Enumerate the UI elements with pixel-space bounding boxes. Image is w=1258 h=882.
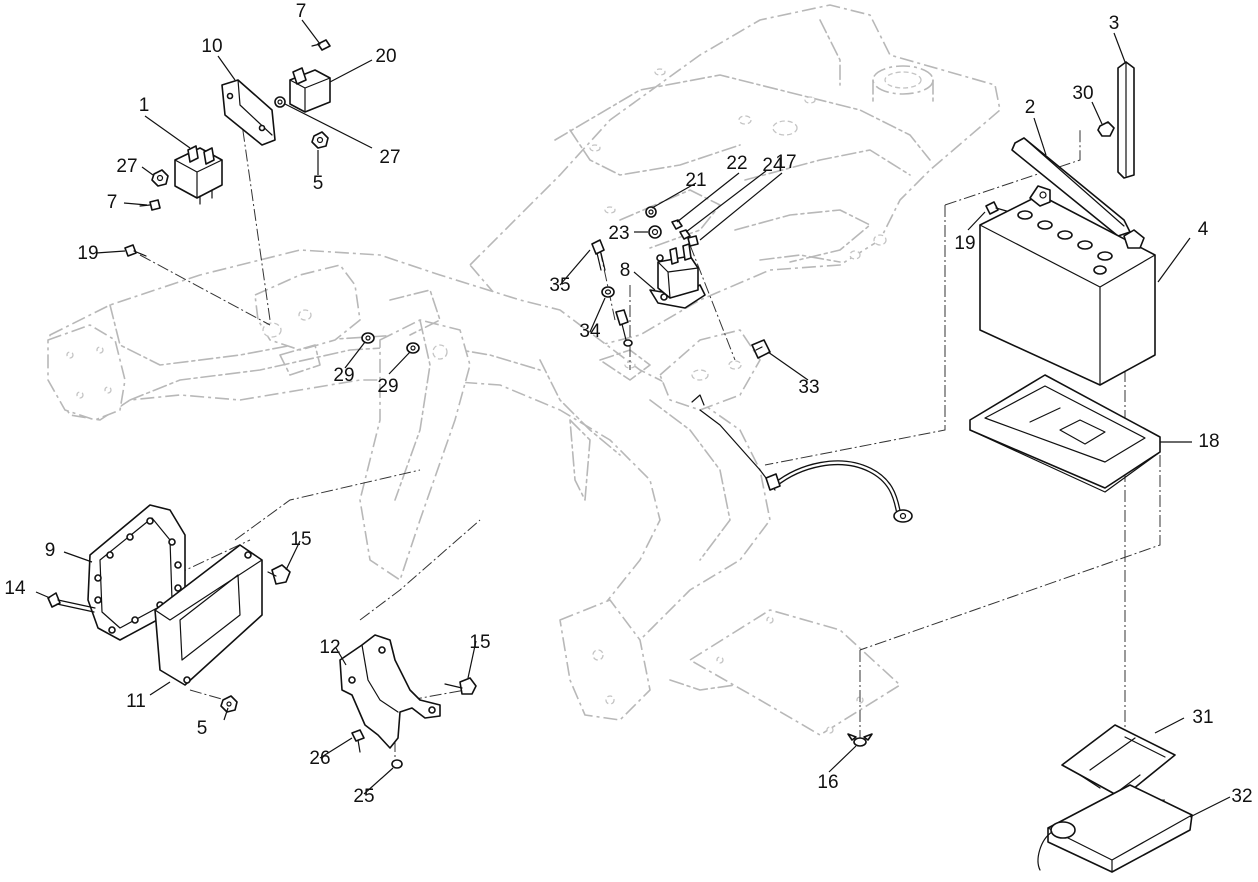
callout-15-a: 15: [290, 529, 311, 550]
leader-lines: [35, 19, 1231, 818]
nut-30: [1097, 121, 1115, 137]
callout-32: 32: [1231, 786, 1252, 807]
callout-labels: 1 2 3 4 5 5 7 7 8 9 10 11 12 14 15 15 16…: [4, 1, 1252, 807]
callout-17: 17: [775, 152, 796, 173]
callout-10: 10: [201, 36, 222, 57]
nut-22: [671, 219, 683, 230]
mounting-bracket-10: [221, 79, 276, 146]
callout-27-left: 27: [116, 156, 137, 177]
charger-32: [1037, 784, 1193, 873]
callout-1: 1: [139, 95, 150, 116]
washer-23: [648, 225, 662, 239]
callout-16: 16: [817, 772, 838, 793]
solenoid-8: [649, 243, 706, 309]
bracket-12: [339, 634, 441, 749]
callout-2: 2: [1025, 97, 1036, 118]
bolt-15-b: [444, 677, 477, 695]
callout-27-right: 27: [379, 147, 400, 168]
callout-20: 20: [375, 46, 396, 67]
battery-cable: [691, 394, 913, 523]
callout-26: 26: [309, 748, 330, 769]
callout-8: 8: [620, 260, 631, 281]
nut-5-top: [311, 131, 329, 149]
battery-tray-18: [969, 374, 1161, 493]
callout-4: 4: [1198, 219, 1209, 240]
screw-19-left: [124, 244, 147, 257]
nut-29-a: [361, 332, 375, 344]
callout-33: 33: [798, 377, 819, 398]
callout-19-left: 19: [77, 243, 98, 264]
callout-21: 21: [685, 170, 706, 191]
callout-11: 11: [126, 691, 146, 712]
callout-3: 3: [1109, 13, 1120, 34]
clamp-33: [751, 339, 771, 359]
callout-12: 12: [319, 637, 340, 658]
callout-25: 25: [353, 786, 374, 807]
callout-30: 30: [1072, 83, 1093, 104]
wing-nut-16: [847, 733, 873, 747]
callout-5-bottom: 5: [197, 718, 208, 739]
hold-down-rod-3: [1117, 61, 1135, 179]
battery-4: [979, 185, 1156, 386]
callout-23: 23: [608, 223, 629, 244]
callout-14: 14: [4, 578, 26, 599]
nut-17: [687, 235, 699, 247]
screw-7-left: [139, 199, 161, 211]
callout-34: 34: [579, 321, 601, 342]
bolt-35: [591, 239, 606, 271]
callout-5-top: 5: [313, 173, 324, 194]
callout-19-right: 19: [954, 233, 975, 254]
callout-18: 18: [1198, 431, 1219, 452]
nut-25: [391, 759, 403, 769]
nut-5-bottom: [220, 695, 238, 713]
callout-7-top: 7: [296, 1, 307, 22]
screw-26: [351, 729, 365, 753]
callout-22: 22: [726, 153, 747, 174]
callout-29-b: 29: [377, 376, 398, 397]
bolt-14: [47, 592, 96, 613]
callout-24: 24: [762, 155, 784, 176]
callout-15-b: 15: [469, 632, 490, 653]
fastener-7-top: [311, 39, 331, 51]
stud-34: [615, 309, 633, 347]
decal-31: [1061, 724, 1176, 799]
relay-20: [289, 67, 331, 113]
washer-34: [601, 286, 615, 298]
relay-module-1: [174, 145, 223, 205]
callout-31: 31: [1192, 707, 1213, 728]
callout-7-left: 7: [107, 192, 118, 213]
callout-29-a: 29: [333, 365, 354, 386]
callout-35: 35: [549, 275, 570, 296]
nut-24: [679, 229, 691, 240]
mount-plate-11: [154, 544, 263, 686]
washer-21: [645, 206, 657, 218]
nut-27-top: [274, 96, 286, 108]
nut-27-left: [151, 169, 169, 187]
nut-29-b: [406, 342, 420, 354]
callout-9: 9: [45, 540, 56, 561]
